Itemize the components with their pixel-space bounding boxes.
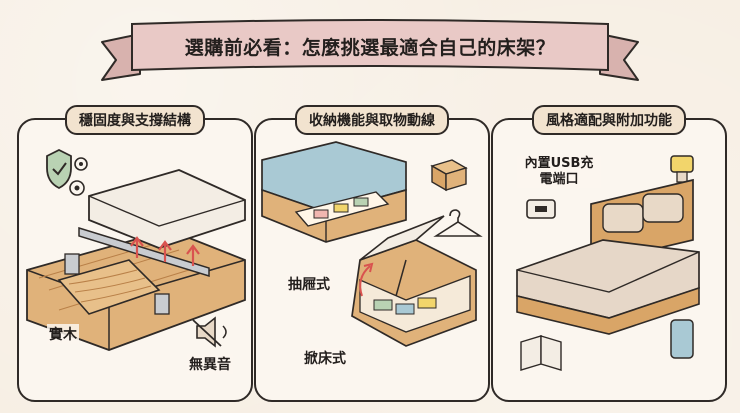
style-illustration xyxy=(516,155,700,371)
phone-icon xyxy=(670,319,694,359)
page-title: 選購前必看：怎麼挑選最適合自己的床架？ xyxy=(184,37,556,59)
label-usb: 內置USB充電端口 xyxy=(517,156,601,188)
panel-style: 風格適配與附加功能 xyxy=(491,105,727,402)
book-icon xyxy=(520,335,562,371)
stability-illustration xyxy=(26,148,246,351)
mute-speaker-icon xyxy=(192,316,227,348)
label-drawer: 抽屜式 xyxy=(286,274,332,294)
lamp-icon xyxy=(670,155,694,183)
label-lift: 掀床式 xyxy=(302,348,348,368)
panel-storage: 收納機能與取物動線 xyxy=(254,105,490,402)
label-silent: 無異音 xyxy=(187,354,233,374)
panel-header-style: 風格適配與附加功能 xyxy=(532,105,686,135)
hanger-icon xyxy=(433,209,483,237)
panel-stability: 穩固度與支撐結構 xyxy=(17,105,253,402)
panel-header-storage: 收納機能與取物動線 xyxy=(295,105,449,135)
ribbon-graphic xyxy=(101,19,639,81)
box-icon xyxy=(430,159,468,192)
usb-port-icon xyxy=(526,199,556,219)
shield-gear-icon xyxy=(46,148,88,196)
storage-illustration xyxy=(261,141,483,347)
panel-header-stability: 穩固度與支撐結構 xyxy=(65,105,205,135)
title-banner: 選購前必看：怎麼挑選最適合自己的床架？ xyxy=(92,14,648,82)
label-solid-wood: 實木 xyxy=(47,324,79,344)
